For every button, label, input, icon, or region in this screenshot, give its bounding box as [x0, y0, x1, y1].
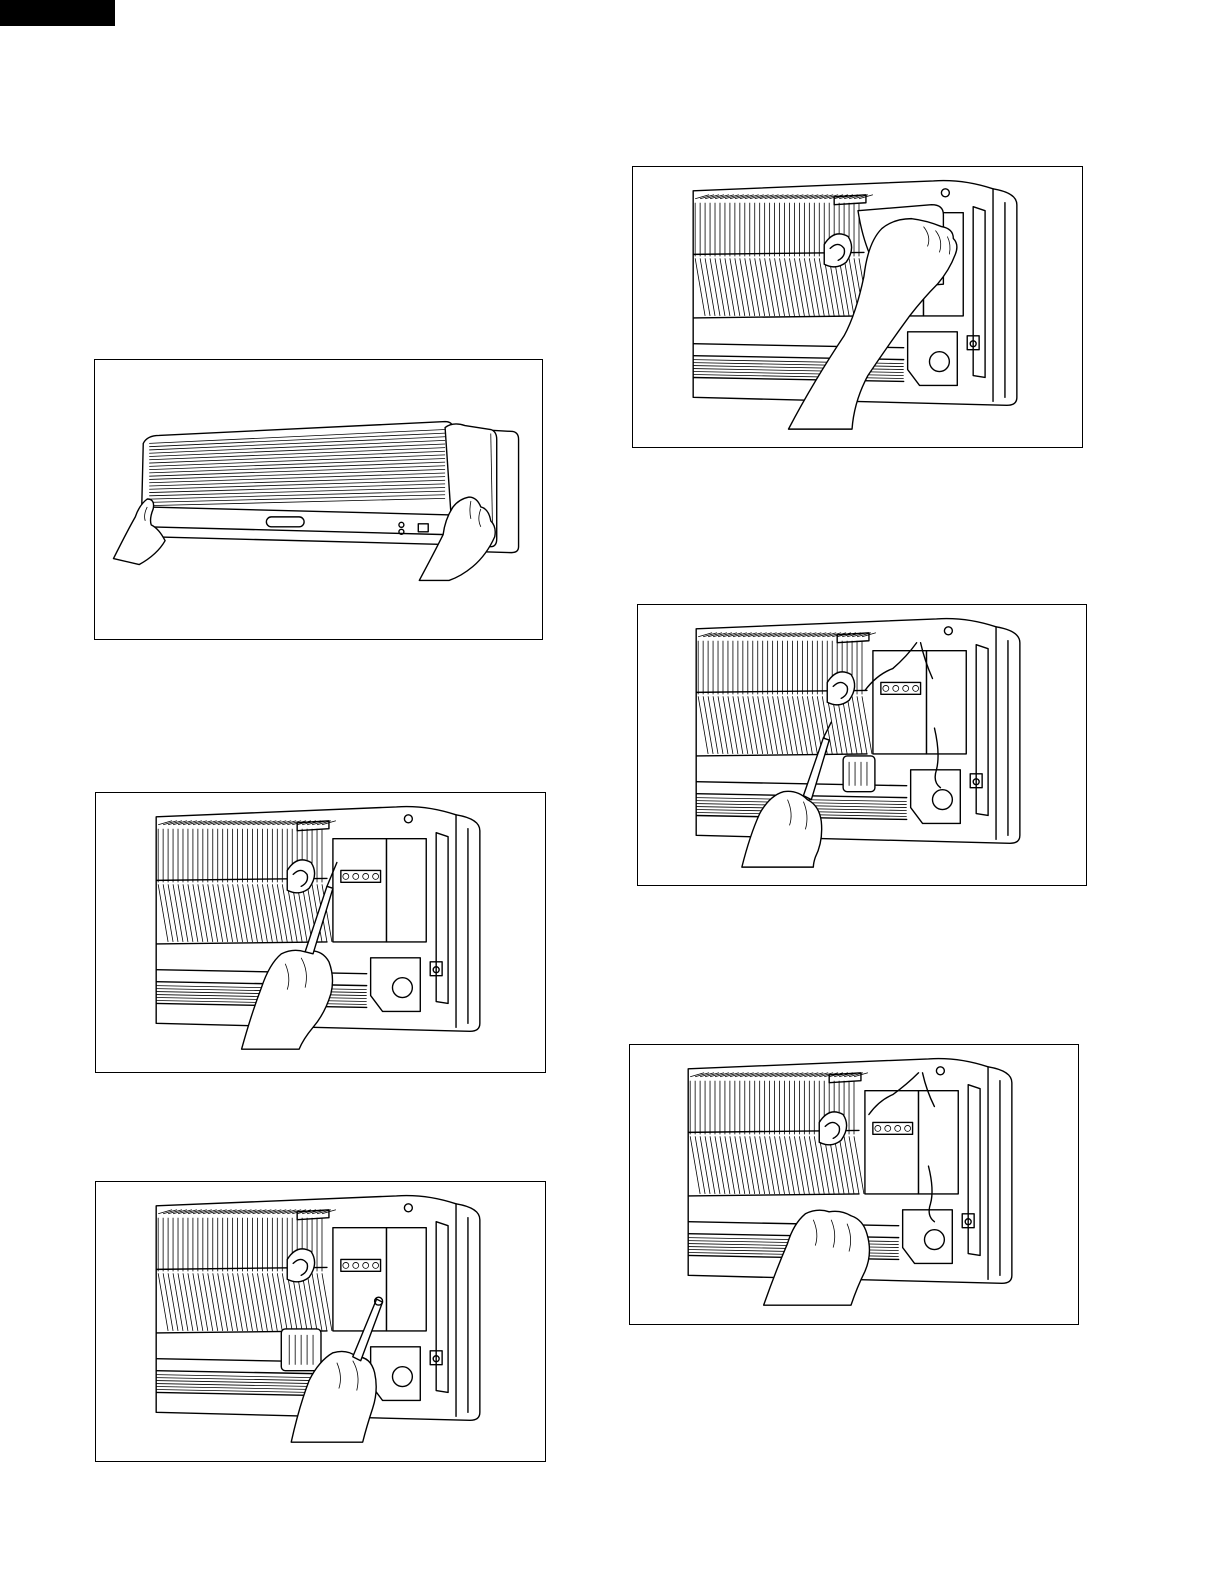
figure-wiring-screw-removal — [637, 604, 1087, 886]
figure-control-box-screw-removal — [95, 1181, 546, 1462]
hand-cover-illustration — [633, 167, 1082, 447]
screwdriver-terminal-illustration — [96, 793, 545, 1072]
indoor-unit-front-grille-illustration — [95, 360, 542, 639]
figure-wiring-pull-out — [629, 1044, 1079, 1325]
screwdriver-wiring-illustration — [638, 605, 1086, 885]
page-corner-tab — [0, 0, 115, 26]
screwdriver-control-box-illustration — [96, 1182, 545, 1461]
hand-wiring-illustration — [630, 1045, 1078, 1324]
figure-terminal-screw-removal — [95, 792, 546, 1073]
figure-front-panel-removal — [94, 359, 543, 640]
figure-electrical-cover-removal — [632, 166, 1083, 448]
